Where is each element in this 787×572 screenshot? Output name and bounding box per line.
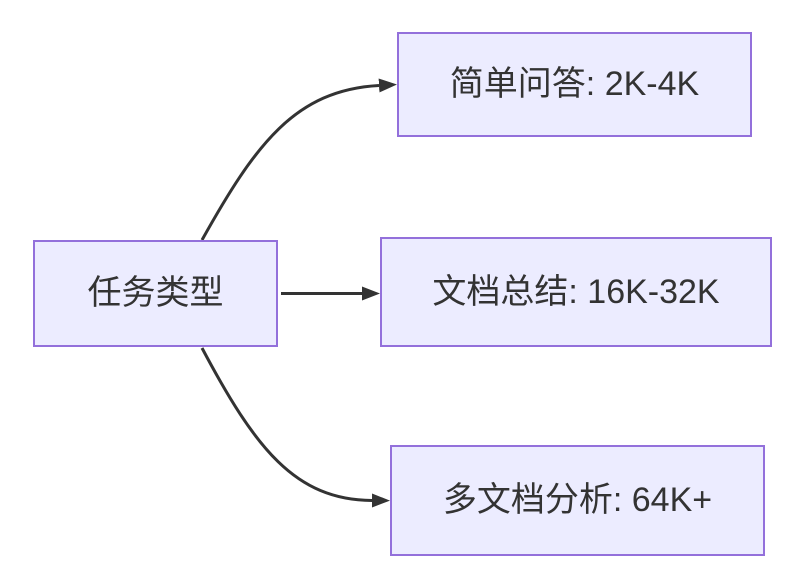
node-multi-doc-analysis-label: 多文档分析: 64K+: [442, 481, 713, 520]
node-multi-doc-analysis: 多文档分析: 64K+: [390, 445, 765, 556]
node-simple-qa-label: 简单问答: 2K-4K: [449, 65, 700, 104]
edge-root-to-simple-qa: [200, 78, 397, 241]
node-simple-qa: 简单问答: 2K-4K: [397, 32, 752, 137]
node-doc-summary-label: 文档总结: 16K-32K: [432, 272, 720, 311]
edge-root-to-multi-doc: [200, 347, 390, 508]
node-doc-summary: 文档总结: 16K-32K: [380, 237, 772, 347]
node-task-type: 任务类型: [33, 240, 278, 347]
node-task-type-label: 任务类型: [87, 274, 224, 313]
